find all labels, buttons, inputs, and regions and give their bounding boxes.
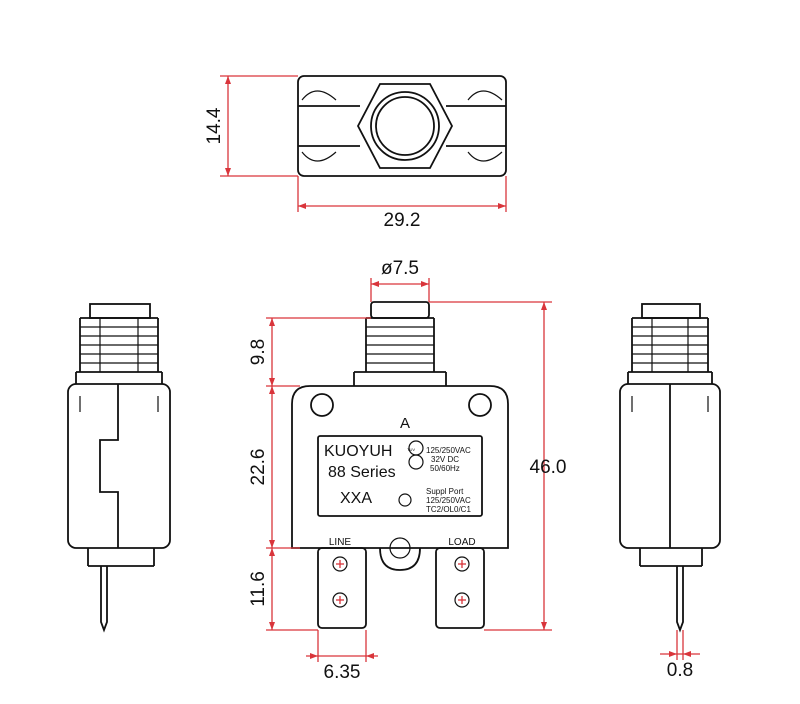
frequency: 50/60Hz	[430, 464, 460, 473]
line-terminal-label: LINE	[329, 537, 352, 548]
series-name: 88 Series	[328, 464, 396, 481]
dim-button-diameter: ø7.5	[381, 258, 419, 279]
dim-body-height: 22.6	[248, 449, 269, 486]
suppl-rating: 125/250VAC	[426, 496, 471, 505]
suppl-port: Suppl Port	[426, 487, 464, 496]
brand-name: KUOYUH	[324, 443, 392, 460]
dim-button-height: 9.8	[248, 339, 269, 365]
dim-terminal-thickness: 0.8	[667, 660, 693, 681]
cert-mark: TUV	[407, 447, 415, 452]
approval-code: TC2/OL0/C1	[426, 505, 471, 514]
dim-top-width: 29.2	[384, 210, 421, 231]
right-side-view	[619, 303, 721, 633]
top-view	[297, 75, 507, 177]
model-code: XXA	[340, 490, 372, 507]
front-view: A KUOYUH 88 Series XXA TUV 125/250VAC 32…	[291, 301, 509, 629]
dc-rating: 32V DC	[431, 455, 459, 464]
load-terminal-label: LOAD	[448, 537, 475, 548]
dim-terminal-width: 6.35	[324, 662, 361, 683]
dim-top-height: 14.4	[204, 107, 225, 144]
dimension-lines	[220, 75, 700, 662]
dimension-labels: 14.4 29.2 ø7.5 9.8 22.6 11.6 46.0 6.35 0…	[204, 107, 693, 683]
left-side-view	[67, 303, 171, 633]
ac-rating: 125/250VAC	[426, 446, 471, 455]
rating-letter: A	[400, 415, 410, 432]
dim-terminal-length: 11.6	[248, 571, 269, 607]
dim-total-height: 46.0	[530, 457, 567, 478]
